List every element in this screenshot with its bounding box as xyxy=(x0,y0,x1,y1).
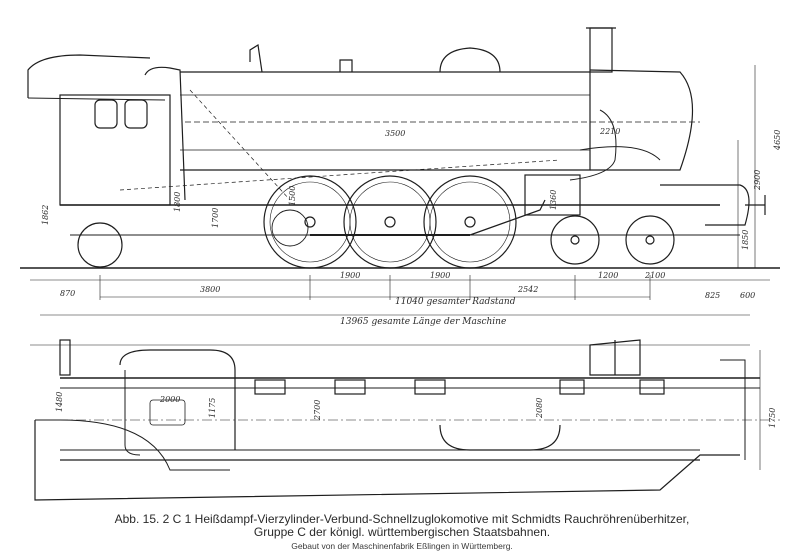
safety-valve xyxy=(339,59,353,72)
frame-outline-bottom xyxy=(34,420,740,501)
caption-subtitle: Gruppe C der königl. württembergischen S… xyxy=(253,525,551,539)
smokebox xyxy=(589,69,693,171)
dim-1800: 1800 xyxy=(173,192,182,212)
cylinder-plan xyxy=(589,339,641,376)
wheelbase-label: 11040 gesamter Radstand xyxy=(395,297,516,307)
dim-1500: 1500 xyxy=(288,186,297,206)
trailing-wheel xyxy=(271,209,309,247)
boiler xyxy=(180,71,591,171)
rear-wheel xyxy=(77,222,123,268)
dim-3500: 3500 xyxy=(385,129,405,138)
driving-wheel-1 xyxy=(263,175,357,269)
chimney xyxy=(589,27,613,73)
dim-870: 870 xyxy=(60,289,75,298)
dim-1360: 1360 xyxy=(549,190,558,210)
dim-825: 825 xyxy=(705,291,720,300)
driving-wheel-2 xyxy=(343,175,437,269)
dim-1175: 1175 xyxy=(208,398,217,418)
side-elevation xyxy=(20,27,780,316)
ashpan xyxy=(439,424,561,451)
dim-2100: 2100 xyxy=(644,271,665,280)
dim-1750: 1750 xyxy=(768,408,777,428)
cab-window-right xyxy=(124,99,148,129)
caption-builder: Gebaut von der Maschinenfabrik Eßlingen … xyxy=(291,541,513,551)
dim-1480: 1480 xyxy=(55,392,64,412)
overall-length-label: 13965 gesamte Länge der Maschine xyxy=(340,317,506,327)
steam-dome xyxy=(439,47,501,73)
rear-buffer xyxy=(59,339,71,376)
cab-window-left xyxy=(94,99,118,129)
dim-1862: 1862 xyxy=(41,205,50,225)
cylinder xyxy=(524,174,581,216)
dim-2210: 2210 xyxy=(599,127,620,136)
dim-1200: 1200 xyxy=(598,271,618,280)
cab-roof xyxy=(27,54,151,98)
cab xyxy=(59,94,171,206)
driving-wheel-3 xyxy=(423,175,517,269)
dim-3800: 3800 xyxy=(200,285,220,294)
dim-2700: 2700 xyxy=(313,400,322,421)
dim-1700: 1700 xyxy=(211,208,220,228)
cab-plan-outline xyxy=(119,349,236,450)
dim-1900-a: 1900 xyxy=(340,271,360,280)
firebox xyxy=(144,66,186,201)
whistle xyxy=(249,44,263,73)
dim-2080: 2080 xyxy=(535,398,544,419)
dim-2900: 2900 xyxy=(753,170,762,191)
plan-view xyxy=(30,339,780,501)
dim-1900-b: 1900 xyxy=(430,271,450,280)
bogie-wheel-2 xyxy=(625,215,675,265)
dim-1850: 1850 xyxy=(741,230,750,250)
buffer-beam xyxy=(660,184,750,226)
caption-title: Abb. 15. 2 C 1 Heißdampf-Vierzylinder-Ve… xyxy=(114,512,690,526)
dim-2000: 2000 xyxy=(159,395,180,404)
bogie-wheel-1 xyxy=(550,215,600,265)
dim-4650: 4650 xyxy=(773,130,782,151)
dim-2542: 2542 xyxy=(517,285,538,294)
dim-600: 600 xyxy=(740,291,755,300)
